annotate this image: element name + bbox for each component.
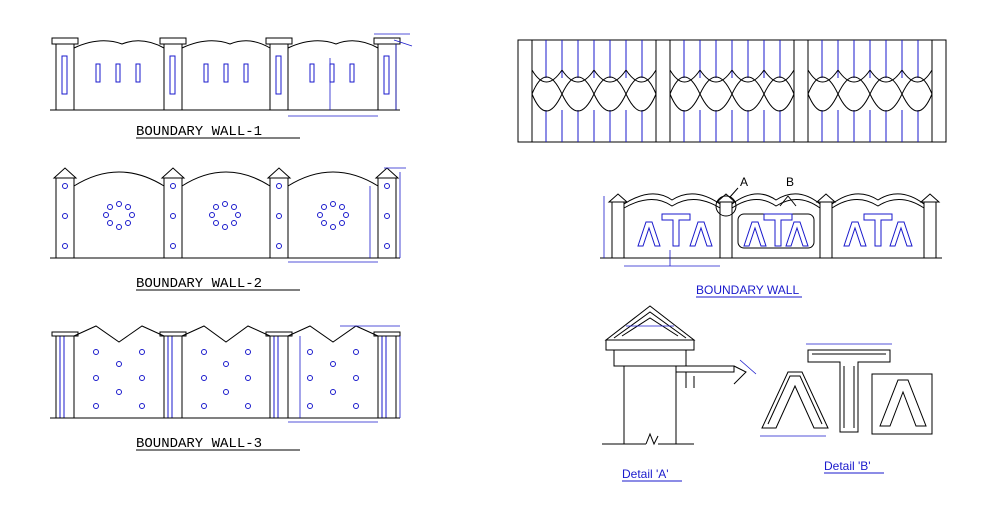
detail-a-title: Detail 'A' — [622, 467, 669, 481]
wall-3-title: BOUNDARY WALL-3 — [136, 436, 262, 452]
boundary-wall-1-elevation — [50, 33, 413, 117]
boundary-wall-3-elevation — [50, 325, 401, 423]
callout-a-label: A — [740, 175, 748, 189]
wall-2-title: BOUNDARY WALL-2 — [136, 276, 262, 292]
detail-b-letters — [760, 343, 933, 437]
boundary-wall-ata-elevation — [600, 187, 942, 267]
fence-panel-elevation — [517, 39, 947, 143]
boundary-wall-2-elevation — [50, 167, 406, 263]
boundary-wall-title: BOUNDARY WALL — [696, 283, 799, 297]
callout-b-label: B — [786, 175, 794, 189]
detail-a-section — [602, 305, 757, 446]
wall-1-title: BOUNDARY WALL-1 — [136, 124, 262, 140]
detail-b-title: Detail 'B' — [824, 459, 871, 473]
